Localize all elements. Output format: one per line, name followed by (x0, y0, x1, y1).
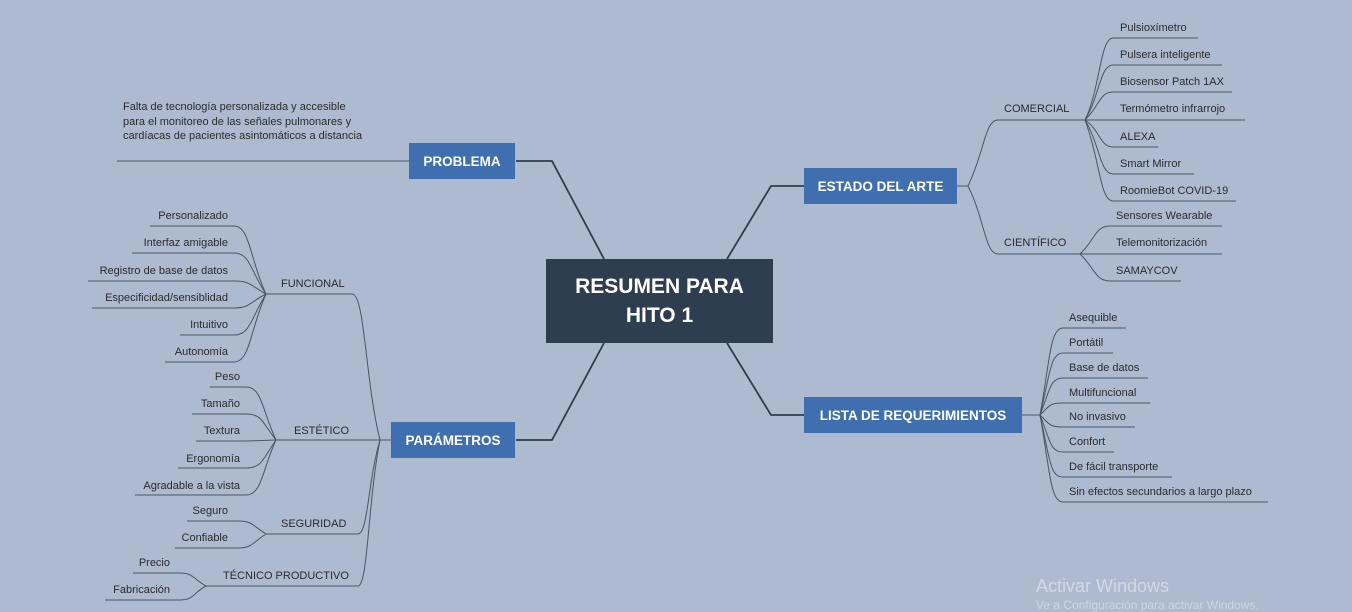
leaf-estetico[interactable]: Textura (203, 425, 240, 437)
leaf-funcional[interactable]: Registro de base de datos (99, 265, 228, 277)
leaf-comercial[interactable]: Termómetro infrarrojo (1120, 103, 1226, 115)
leaf-estetico[interactable]: Peso (214, 371, 240, 383)
subtopic-comercial[interactable]: COMERCIAL (1004, 103, 1070, 115)
subtopic-cientifico[interactable]: CIENTÍFICO (1004, 237, 1067, 249)
leaf-funcional[interactable]: Intuitivo (190, 319, 228, 331)
subtopic-seguridad[interactable]: SEGURIDAD (281, 518, 347, 530)
problem-description[interactable]: Falta de tecnología personalizada y acce… (123, 101, 363, 142)
leaf-seguridad[interactable]: Confiable (181, 532, 228, 544)
subtopic-funcional[interactable]: FUNCIONAL (281, 278, 345, 290)
leaf-requerimiento[interactable]: Multifuncional (1069, 387, 1137, 399)
leaf-comercial[interactable]: ALEXA (1120, 131, 1156, 143)
leaf-cientifico[interactable]: Sensores Wearable (1116, 210, 1213, 222)
leaf-tecnico[interactable]: Fabricación (113, 584, 170, 596)
leaf-comercial[interactable]: Pulsioxímetro (1120, 22, 1187, 34)
leaf-estetico[interactable]: Agradable a la vista (143, 480, 240, 492)
leaf-comercial[interactable]: RoomieBot COVID-19 (1120, 185, 1229, 197)
leaf-funcional[interactable]: Interfaz amigable (143, 237, 228, 249)
leaf-funcional[interactable]: Autonomía (174, 346, 228, 358)
topic-lista-de-requerimientos[interactable]: LISTA DE REQUERIMIENTOS (804, 397, 1022, 433)
leaf-cientifico[interactable]: SAMAYCOV (1116, 265, 1178, 277)
subtopic-estetico[interactable]: ESTÉTICO (294, 425, 350, 437)
leaf-cientifico[interactable]: Telemonitorización (1116, 237, 1208, 249)
leaf-requerimiento[interactable]: De fácil transporte (1069, 461, 1159, 473)
leaf-requerimiento[interactable]: Sin efectos secundarios a largo plazo (1069, 486, 1252, 498)
leaf-requerimiento[interactable]: Asequible (1069, 312, 1118, 324)
topic-estado-del-arte[interactable]: ESTADO DEL ARTE (804, 168, 957, 204)
leaf-requerimiento[interactable]: Confort (1069, 436, 1106, 448)
leaf-tecnico[interactable]: Precio (138, 557, 170, 569)
leaf-comercial[interactable]: Smart Mirror (1120, 158, 1182, 170)
leaf-seguridad[interactable]: Seguro (192, 505, 228, 517)
leaf-estetico[interactable]: Ergonomía (186, 453, 240, 465)
topic-parametros[interactable]: PARÁMETROS (391, 422, 515, 458)
topic-problema[interactable]: PROBLEMA (409, 143, 515, 179)
leaf-funcional[interactable]: Especificidad/sensiblidad (105, 292, 228, 304)
leaf-comercial[interactable]: Biosensor Patch 1AX (1120, 76, 1224, 88)
activation-watermark-title: Activar Windows (1036, 576, 1170, 596)
leaf-funcional[interactable]: Personalizado (158, 210, 228, 222)
central-topic[interactable]: RESUMEN PARA HITO 1 (546, 259, 773, 343)
leaf-requerimiento[interactable]: Portátil (1069, 337, 1104, 349)
leaf-requerimiento[interactable]: Base de datos (1069, 362, 1140, 374)
leaf-requerimiento[interactable]: No invasivo (1069, 411, 1126, 423)
leaf-comercial[interactable]: Pulsera inteligente (1120, 49, 1211, 61)
activation-watermark-subtitle: Ve a Configuración para activar Windows. (1036, 598, 1259, 612)
subtopic-tecnico-productivo[interactable]: TÉCNICO PRODUCTIVO (223, 570, 349, 582)
leaf-estetico[interactable]: Tamaño (200, 398, 240, 410)
